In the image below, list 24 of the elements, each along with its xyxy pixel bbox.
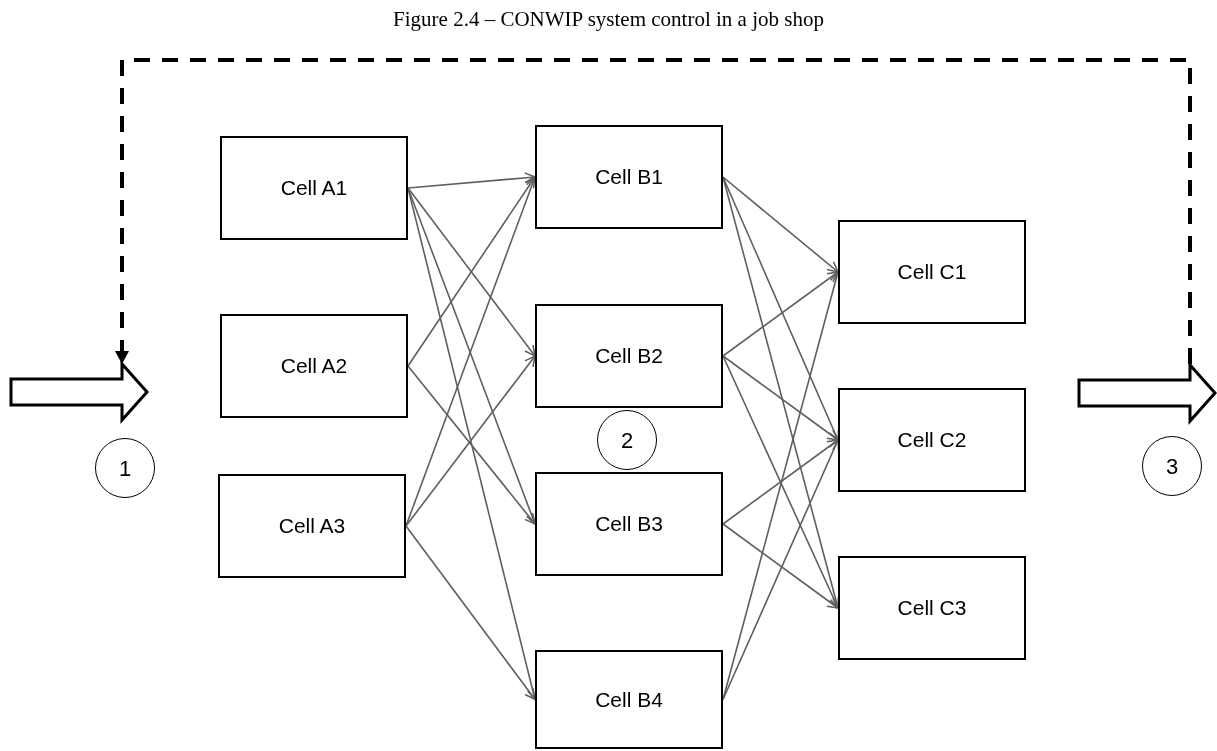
figure-title: Figure 2.4 – CONWIP system control in a job shop [392, 6, 825, 33]
cell-box: Cell C1 [838, 220, 1026, 324]
cell-box: Cell B1 [535, 125, 723, 229]
arrow [722, 271, 839, 357]
cell-box: Cell B4 [535, 650, 723, 749]
arrow [405, 525, 536, 701]
arrow [407, 172, 536, 189]
cell-box: Cell C2 [838, 388, 1026, 492]
callout-number: 1 [95, 438, 155, 498]
callout-number: 2 [597, 410, 657, 470]
block-arrow [1078, 364, 1216, 422]
cell-box: Cell B3 [535, 472, 723, 576]
dashed-feedback-arrow [115, 58, 1192, 364]
arrow [722, 355, 839, 441]
cell-box: Cell A3 [218, 474, 406, 578]
arrow [722, 439, 839, 525]
cell-box: Cell B2 [535, 304, 723, 408]
arrow [722, 176, 839, 273]
cell-box: Cell C3 [838, 556, 1026, 660]
block-arrow [10, 363, 148, 421]
cell-box: Cell A2 [220, 314, 408, 418]
arrow [722, 523, 839, 609]
cell-box: Cell A1 [220, 136, 408, 240]
callout-number: 3 [1142, 436, 1202, 496]
